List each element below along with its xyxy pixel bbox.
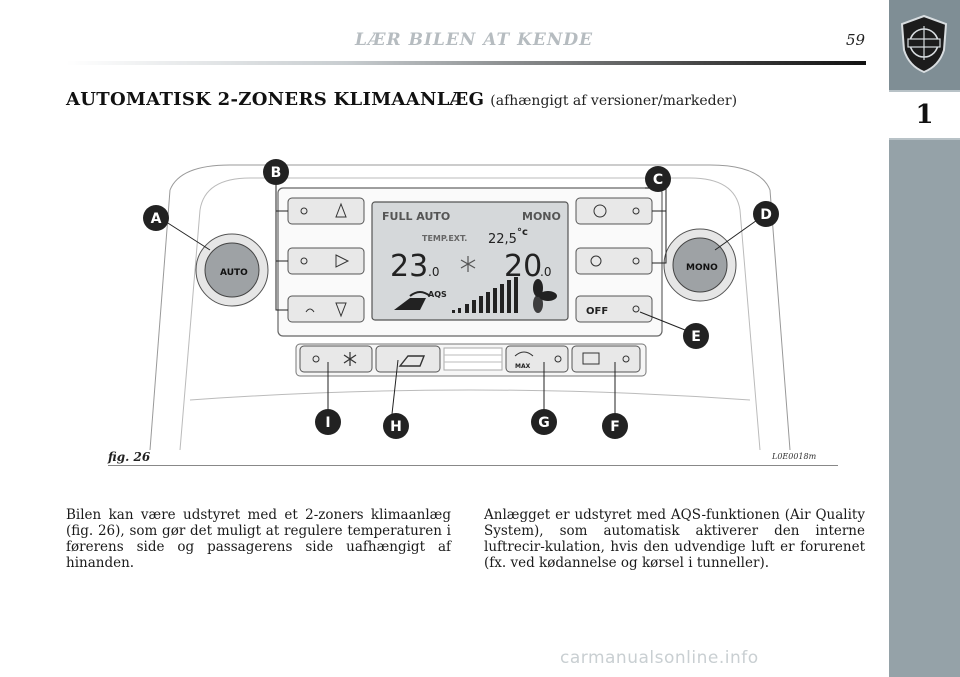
svg-text:D: D <box>760 207 772 223</box>
rear-defrost-button[interactable] <box>571 345 641 373</box>
section-title-main: AUTOMATISK 2-ZONERS KLIMAANLÆG <box>66 89 485 110</box>
callout-a: A <box>143 205 169 231</box>
svg-text:G: G <box>538 415 550 431</box>
temp-direction-button[interactable] <box>287 247 365 275</box>
callout-i: I <box>315 409 341 435</box>
snowflake-icon <box>343 352 357 366</box>
auto-knob[interactable]: AUTO <box>195 233 269 307</box>
display-temp-ext-label: TEMP.EXT. <box>422 234 467 243</box>
display-mono: MONO <box>522 210 561 223</box>
ac-compressor-button[interactable] <box>299 345 373 373</box>
snowflake-icon <box>460 256 476 272</box>
lancia-shield-icon <box>900 14 948 74</box>
display-aqs: AQS <box>428 290 447 299</box>
temp-down-button[interactable] <box>287 295 365 323</box>
callout-d: D <box>753 201 779 227</box>
svg-text:C: C <box>653 172 663 188</box>
mono-knob-label: MONO <box>686 263 718 273</box>
figure-rule <box>108 465 838 466</box>
max-label: MAX <box>515 363 531 370</box>
watermark: carmanualsonline.info <box>560 648 759 668</box>
svg-text:F: F <box>610 419 620 435</box>
svg-text:I: I <box>325 415 330 431</box>
display-temp-right: 20 <box>504 249 542 284</box>
callout-e: E <box>683 323 709 349</box>
max-defrost-button[interactable]: MAX <box>505 345 569 373</box>
display-temp-left: 23 <box>390 249 428 284</box>
display-temp-left-decimal: .0 <box>428 265 439 279</box>
fan-icon <box>533 279 557 313</box>
running-header: LÆR BILEN AT KENDE <box>355 30 594 50</box>
callout-h: H <box>383 413 409 439</box>
section-title: AUTOMATISK 2-ZONERS KLIMAANLÆG (afhængigt… <box>66 89 737 110</box>
logo-area <box>889 0 960 90</box>
off-button[interactable]: OFF <box>575 295 653 323</box>
chapter-sidebar: 1 <box>889 0 960 677</box>
display-full-auto: FULL AUTO <box>382 210 450 223</box>
svg-text:H: H <box>390 419 402 435</box>
callout-f: F <box>602 413 628 439</box>
svg-text:B: B <box>271 165 282 181</box>
fan-up-button[interactable] <box>575 197 653 225</box>
page-number: 59 <box>846 31 866 49</box>
figure-label: fig. 26 <box>108 450 151 464</box>
body-paragraph-right: Anlægget er udstyret med AQS-funktionen … <box>484 507 865 571</box>
display-temp-right-decimal: .0 <box>540 265 551 279</box>
display-temp-ext-unit: °c <box>517 227 528 238</box>
svg-text:E: E <box>691 329 701 345</box>
body-paragraph-left: Bilen kan være udstyret med et 2-zoners … <box>66 507 451 571</box>
fan-speed-bars <box>452 277 518 313</box>
section-title-subtitle: (afhængigt af versioner/markeder) <box>490 93 738 109</box>
fan-down-button[interactable] <box>575 247 653 275</box>
recirculation-button[interactable] <box>375 345 441 373</box>
recirculation-car-icon <box>394 291 431 310</box>
figure-code: L0E0018m <box>772 452 817 461</box>
climate-control-figure: FULL AUTO MONO TEMP.EXT. 22,5 °c 23 .0 2… <box>143 159 791 450</box>
auto-knob-label: AUTO <box>220 268 248 278</box>
callout-g: G <box>531 409 557 435</box>
display-temp-ext-value: 22,5 <box>488 232 517 247</box>
svg-text:A: A <box>151 211 162 227</box>
callout-c: C <box>645 166 671 192</box>
chapter-number[interactable]: 1 <box>889 90 960 140</box>
callout-b: B <box>263 159 289 185</box>
off-button-label: OFF <box>586 306 608 317</box>
mono-knob[interactable]: MONO <box>663 228 737 302</box>
temp-up-button[interactable] <box>287 197 365 225</box>
header-rule <box>66 61 866 65</box>
